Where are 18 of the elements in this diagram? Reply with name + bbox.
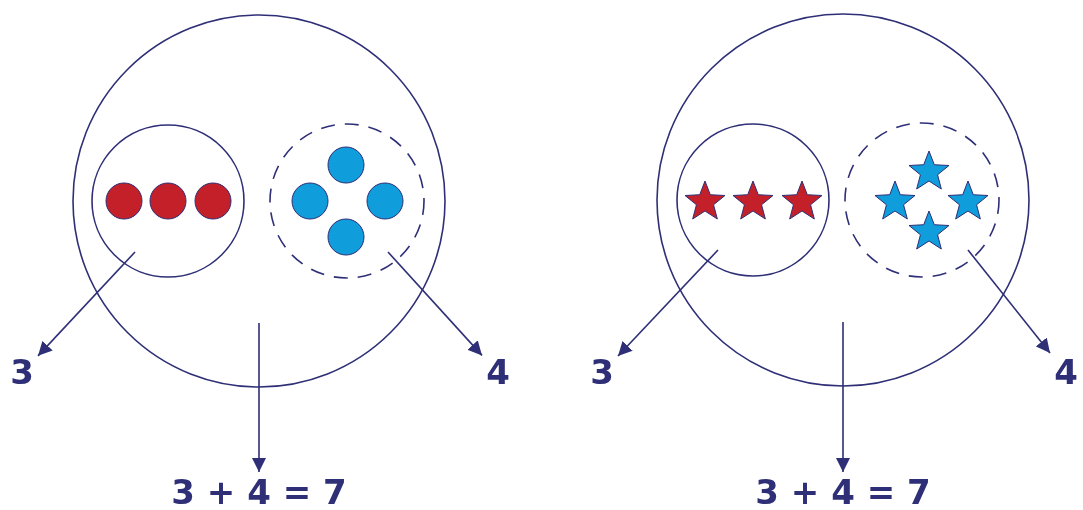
arrow <box>37 251 136 357</box>
set-circle <box>656 13 1030 387</box>
number-label: 4 <box>1050 352 1082 394</box>
set-circle <box>72 14 446 388</box>
group-circle <box>269 123 425 279</box>
number-label: 3 <box>586 352 618 394</box>
arrow <box>252 322 266 473</box>
arrow <box>967 249 1051 354</box>
number-label: 4 <box>482 352 514 394</box>
number-label: 3 <box>6 352 38 394</box>
equation-label: 3 + 4 = 7 <box>753 472 933 510</box>
group-circle <box>676 123 830 277</box>
arrow <box>836 321 850 473</box>
group-circle <box>91 124 245 278</box>
equation-label: 3 + 4 = 7 <box>169 472 349 510</box>
group-circle <box>844 122 1000 278</box>
arrow <box>617 249 719 357</box>
arrow <box>387 251 483 357</box>
